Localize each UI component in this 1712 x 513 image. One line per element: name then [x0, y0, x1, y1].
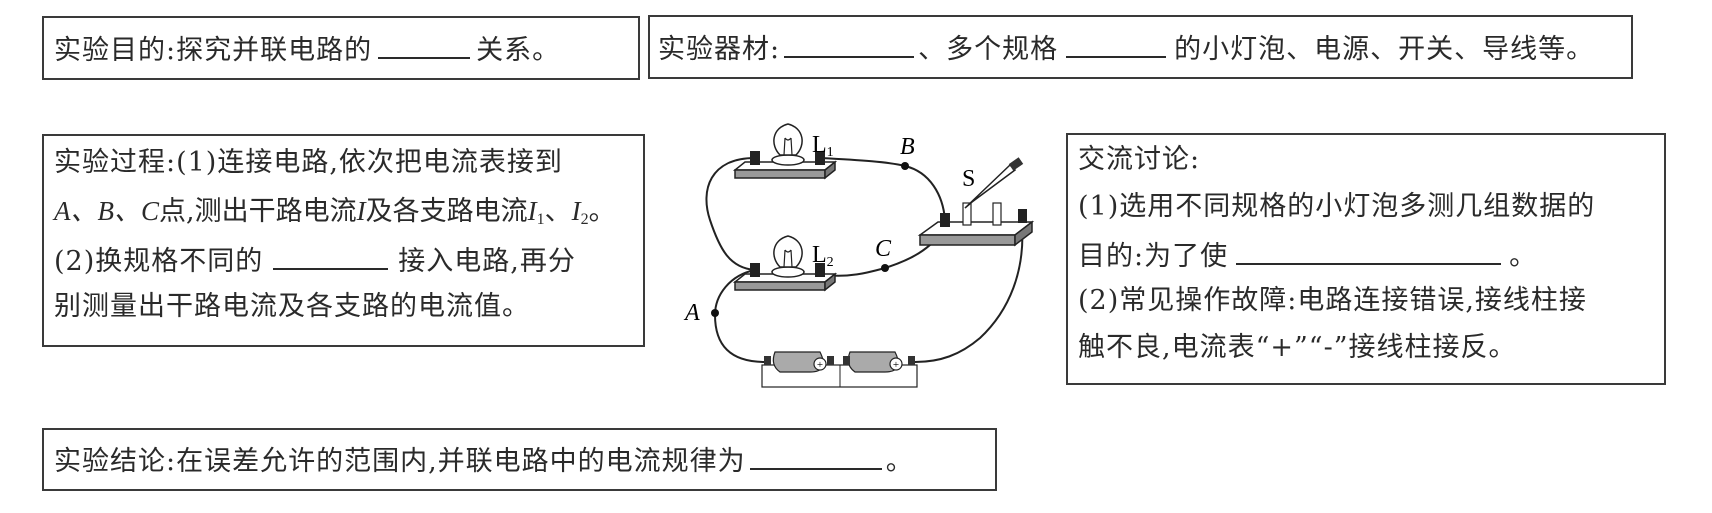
procedure-line-2-text: 点,测出干路电流: [159, 196, 357, 227]
discussion-q1-suffix: 。: [1509, 241, 1538, 272]
materials-prefix: 实验器材:: [658, 34, 781, 65]
conclusion-box: 实验结论:在误差允许的范围内,并联电路中的电流规律为 。: [42, 428, 997, 491]
materials-blank-1[interactable]: [784, 30, 915, 58]
discussion-title: 交流讨论:: [1078, 144, 1201, 175]
lamp-l1-label: L1: [812, 132, 834, 160]
procedure-line-2: A、B、C点,测出干路电流I及各支路电流I1、I2。: [54, 194, 616, 237]
lamp-l1: [732, 123, 838, 180]
discussion-q2-line-2: 触不良,电流表“+”“-”接线柱接反。: [1078, 332, 1517, 363]
current-i: I: [356, 196, 366, 226]
procedure-line-2-end: 。: [588, 196, 616, 227]
purpose-text: 实验目的:探究并联电路的 关系。: [54, 31, 560, 68]
conclusion-prefix: 实验结论:在误差允许的范围内,并联电路中的电流规律为: [54, 446, 746, 477]
purpose-box: 实验目的:探究并联电路的 关系。: [42, 16, 640, 80]
separator: 、: [544, 196, 572, 227]
discussion-q1-line-1: (1)选用不同规格的小灯泡多测几组数据的: [1078, 191, 1596, 222]
lamp-l2: [732, 235, 838, 292]
points-abc: A、B、C: [54, 196, 159, 226]
procedure-line-2-mid: 及各支路电流: [365, 196, 528, 227]
discussion-q1-line-2: 目的:为了使 。: [1078, 237, 1537, 274]
battery: + +: [761, 351, 918, 388]
circuit-diagram: + + L1 L2 B C A S: [683, 123, 1035, 388]
materials-blank-2[interactable]: [1066, 30, 1167, 58]
purpose-blank[interactable]: [378, 31, 471, 59]
conclusion-blank[interactable]: [749, 442, 882, 470]
procedure-blank[interactable]: [273, 242, 389, 270]
wire-l1-to-b: [819, 157, 946, 221]
point-c-dot: [881, 264, 889, 272]
materials-box: 实验器材: 、多个规格 的小灯泡、电源、开关、导线等。: [648, 15, 1633, 79]
procedure-line-3-prefix: (2)换规格不同的: [54, 246, 264, 277]
point-c-label: C: [875, 236, 892, 262]
switch-label: S: [962, 166, 975, 192]
current-i2-symbol: I: [571, 196, 581, 226]
procedure-line-1: 实验过程:(1)连接电路,依次把电流表接到: [54, 147, 563, 178]
point-a-label: A: [683, 300, 700, 326]
current-i1: I1: [527, 196, 545, 228]
current-i1-symbol: I: [527, 196, 537, 226]
current-i2: I2: [571, 196, 589, 228]
procedure-line-4: 别测量出干路电流及各支路的电流值。: [54, 291, 530, 322]
conclusion-suffix: 。: [885, 446, 914, 477]
battery-plus-1: +: [817, 359, 823, 371]
battery-plus-2: +: [893, 359, 899, 371]
discussion-q2-line-1: (2)常见操作故障:电路连接错误,接线柱接: [1078, 285, 1587, 316]
point-a-dot: [711, 309, 719, 317]
wire-switch-to-battery: [914, 224, 1024, 363]
switch[interactable]: [917, 157, 1035, 247]
discussion-blank[interactable]: [1236, 237, 1502, 265]
procedure-box: 实验过程:(1)连接电路,依次把电流表接到 A、B、C点,测出干路电流I及各支路…: [42, 134, 645, 347]
conclusion-text: 实验结论:在误差允许的范围内,并联电路中的电流规律为 。: [54, 442, 914, 479]
purpose-suffix: 关系。: [476, 35, 561, 66]
discussion-box: 交流讨论: (1)选用不同规格的小灯泡多测几组数据的 目的:为了使 。 (2)常见…: [1066, 133, 1666, 385]
point-b-label: B: [900, 134, 915, 160]
current-i1-sub: 1: [536, 211, 545, 228]
point-b-dot: [901, 162, 909, 170]
lamp-l2-label: L2: [812, 242, 834, 270]
current-i2-sub: 2: [580, 211, 589, 228]
procedure-line-3: (2)换规格不同的 接入电路,再分: [54, 242, 576, 279]
discussion-q1-prefix: 目的:为了使: [1078, 241, 1229, 272]
purpose-prefix: 实验目的:探究并联电路的: [54, 35, 373, 66]
wire-l1-l2-left: [705, 157, 756, 271]
materials-text: 实验器材: 、多个规格 的小灯泡、电源、开关、导线等。: [658, 30, 1594, 67]
procedure-line-3-suffix: 接入电路,再分: [398, 246, 576, 277]
materials-suffix: 的小灯泡、电源、开关、导线等。: [1174, 34, 1595, 65]
materials-middle: 、多个规格: [918, 34, 1059, 65]
